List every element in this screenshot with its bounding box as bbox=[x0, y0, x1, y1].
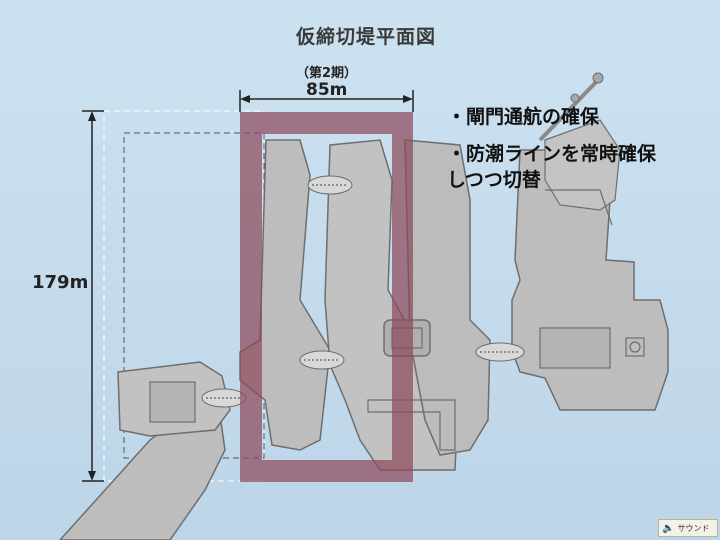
note-switchover: しつつ切替 bbox=[447, 169, 541, 191]
cofferdam-frame bbox=[240, 112, 413, 482]
lock-lower-frame bbox=[367, 399, 456, 451]
width-dimension-label: 85m bbox=[306, 80, 348, 100]
quay-inner-line bbox=[545, 189, 613, 226]
note-lock-navigation: ・閘門通航の確保 bbox=[447, 106, 600, 128]
note-tide-line: ・防潮ラインを常時確保 bbox=[447, 143, 657, 165]
sound-button-label: サウンド bbox=[677, 523, 710, 533]
quay-box bbox=[625, 337, 645, 357]
height-dimension-label: 179m bbox=[32, 272, 89, 293]
mast-knob-2 bbox=[570, 93, 580, 103]
gate-lower-left bbox=[201, 388, 247, 408]
width-dimension bbox=[239, 90, 414, 112]
height-dimension bbox=[82, 110, 104, 482]
diagram-title: 仮締切堤平面図 bbox=[296, 26, 437, 48]
sound-button[interactable]: 🔈 サウンド bbox=[658, 519, 718, 537]
speaker-icon: 🔈 bbox=[662, 522, 675, 534]
gate-right bbox=[475, 342, 525, 362]
quay-circle bbox=[629, 341, 641, 353]
lower-left-box bbox=[149, 381, 196, 423]
gate-middle bbox=[299, 350, 345, 370]
quay-building bbox=[539, 327, 611, 369]
mast-knob-1 bbox=[592, 72, 604, 84]
mast-line bbox=[538, 76, 602, 142]
quay-upper bbox=[544, 119, 621, 211]
lock-right-wall bbox=[404, 139, 491, 456]
phase-label: （第2期） bbox=[296, 66, 358, 81]
gate-upper bbox=[307, 175, 353, 195]
